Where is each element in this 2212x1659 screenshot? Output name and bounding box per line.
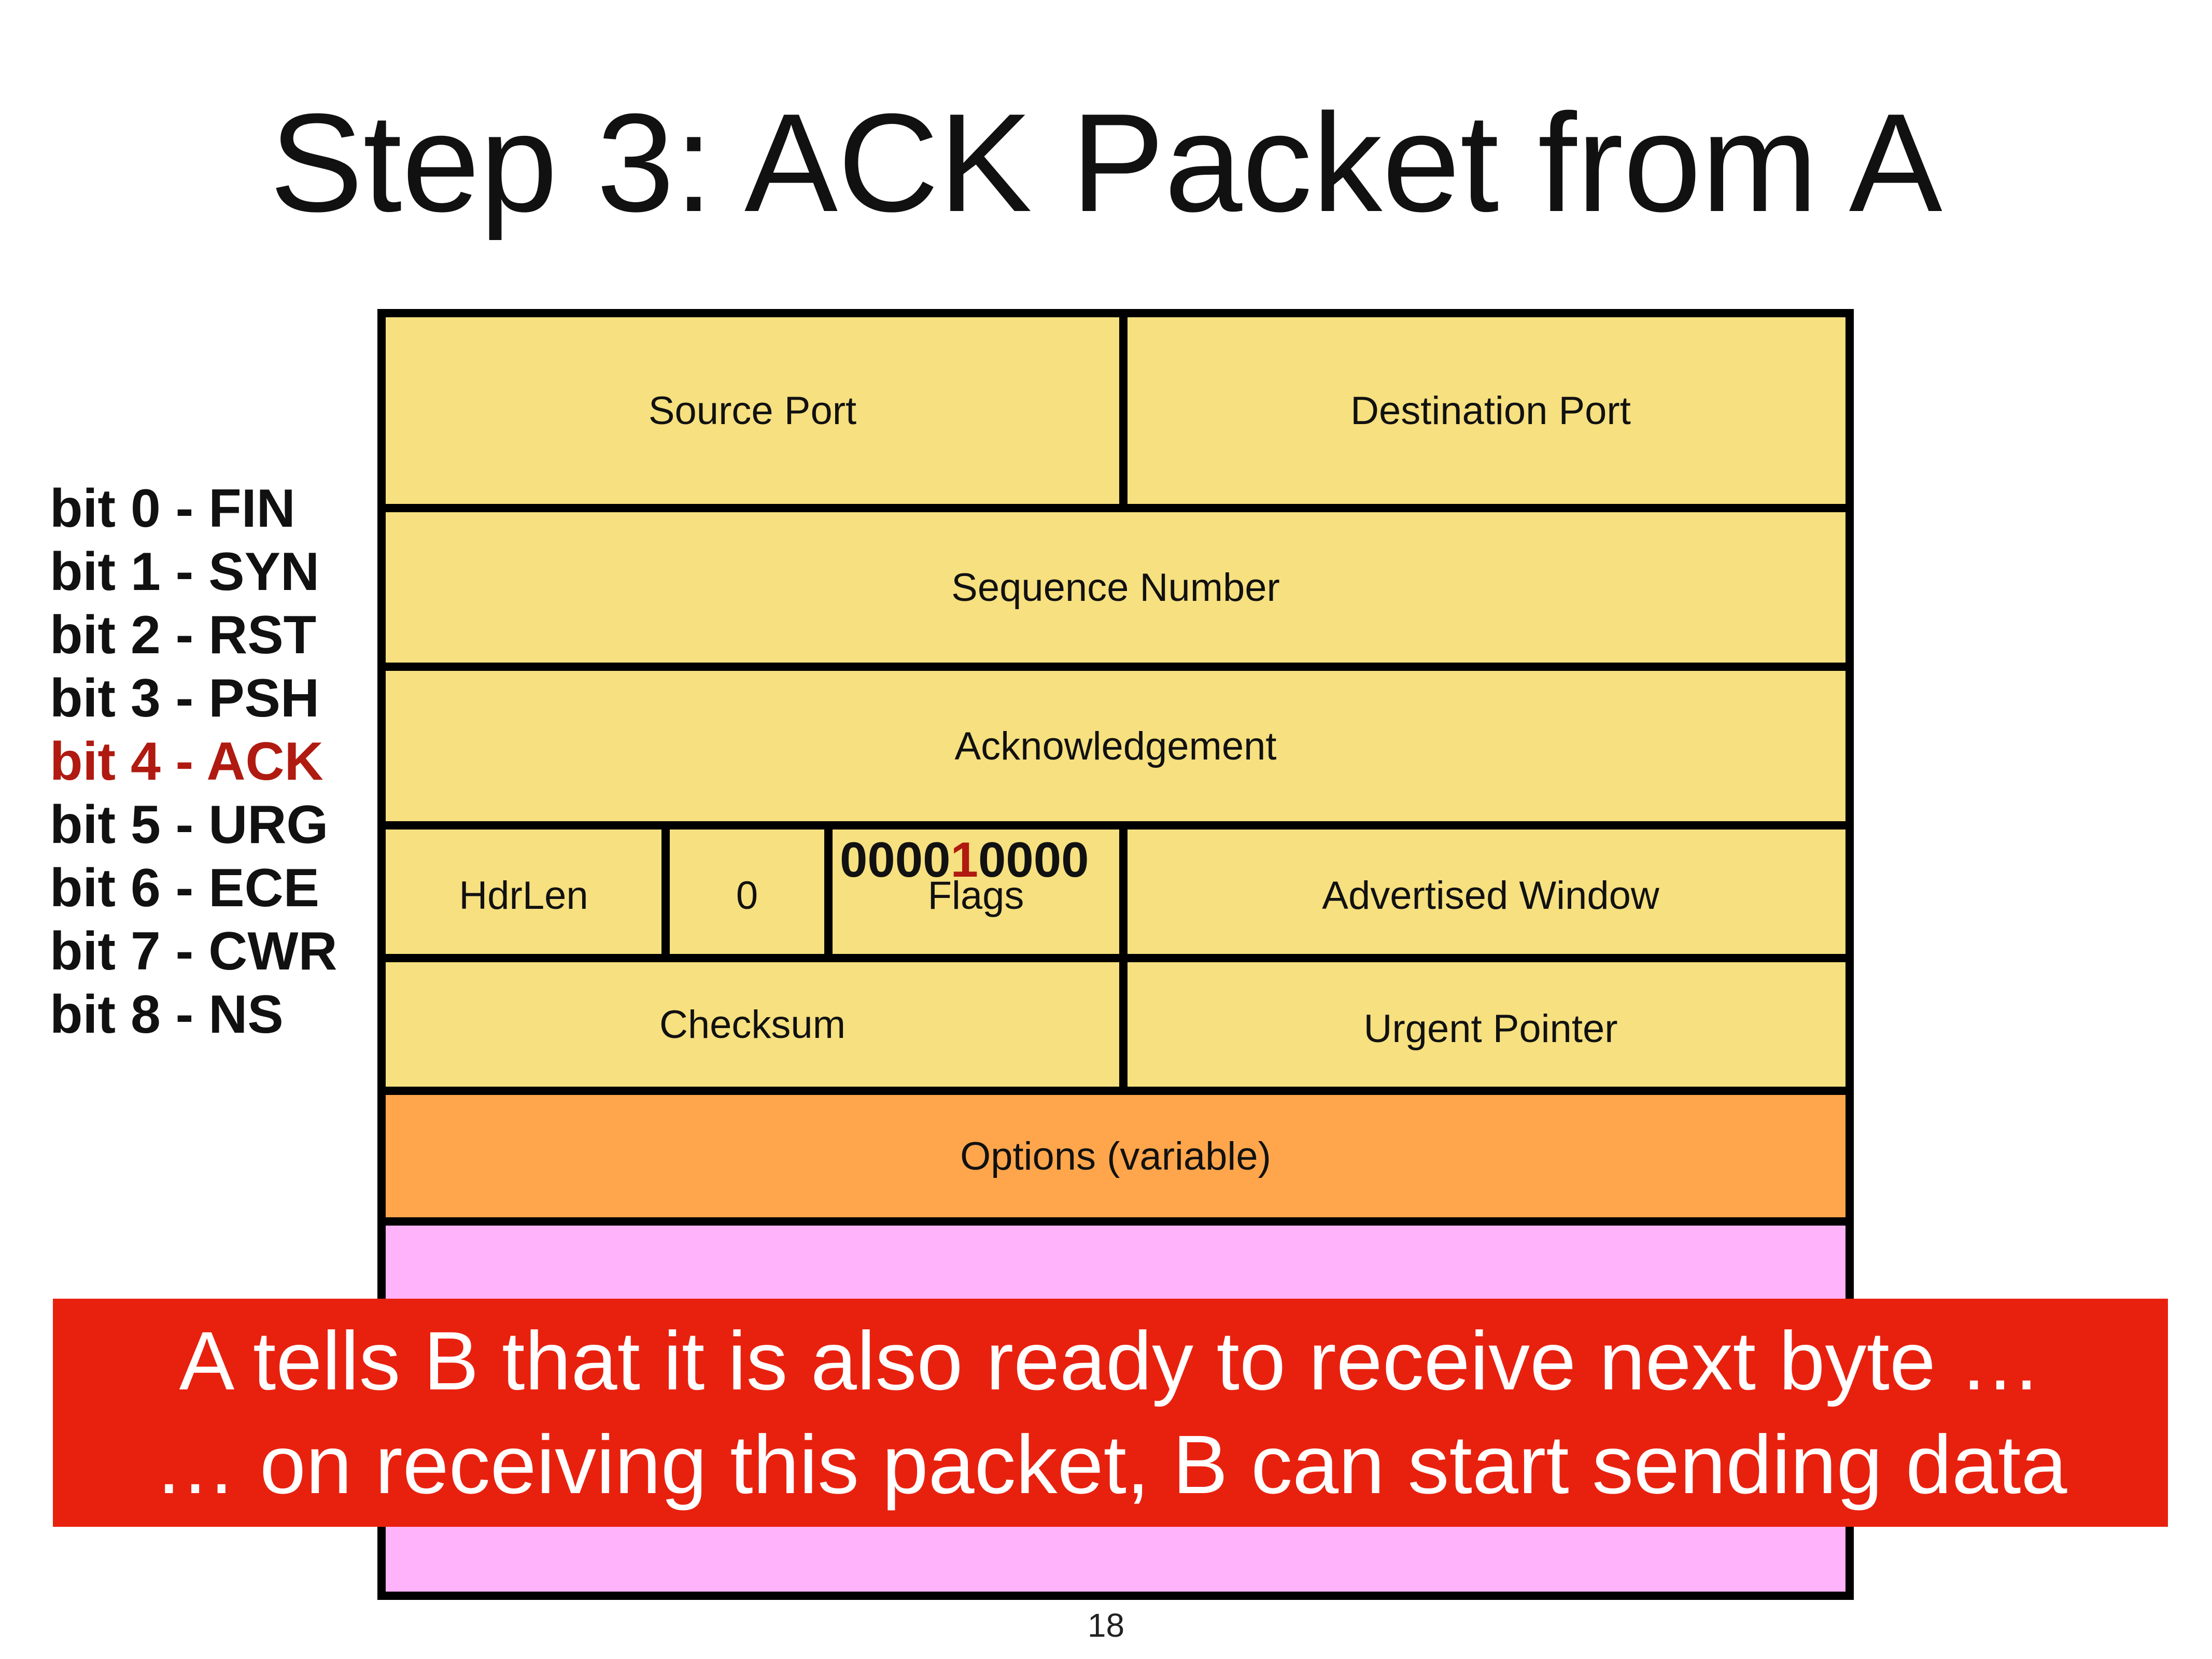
flag-bit-ns: bit 8 - NS bbox=[50, 985, 284, 1045]
flags-field: Flags bbox=[927, 873, 1024, 918]
field-divider bbox=[1119, 317, 1128, 504]
flag-bit-syn: bit 1 - SYN bbox=[50, 542, 320, 602]
source-port-field: Source Port bbox=[648, 388, 857, 433]
row-divider bbox=[386, 954, 1845, 962]
hdrlen-field: HdrLen bbox=[459, 873, 588, 918]
flag-bit-cwr: bit 7 - CWR bbox=[50, 921, 337, 981]
callout-line-1: A tells B that it is also ready to recei… bbox=[179, 1314, 2042, 1407]
flag-bit-rst: bit 2 - RST bbox=[50, 605, 317, 665]
row-divider bbox=[386, 504, 1845, 512]
callout-line-2: … on receiving this packet, B can start … bbox=[153, 1418, 2067, 1511]
destination-port-field: Destination Port bbox=[1350, 388, 1631, 433]
flags-value: 000010000 bbox=[840, 832, 1089, 889]
flags-value-low: 0000 bbox=[978, 832, 1089, 888]
flag-bit-psh: bit 3 - PSH bbox=[50, 668, 320, 728]
row-divider bbox=[386, 1217, 1845, 1226]
flag-bit-ece: bit 6 - ECE bbox=[50, 858, 320, 918]
row-divider bbox=[386, 1087, 1845, 1095]
explanation-callout: A tells B that it is also ready to recei… bbox=[53, 1299, 2168, 1527]
urgent-pointer-field: Urgent Pointer bbox=[1363, 1006, 1618, 1051]
field-divider bbox=[1119, 830, 1128, 954]
field-divider bbox=[661, 830, 670, 954]
flag-bit-urg: bit 5 - URG bbox=[50, 795, 329, 855]
field-divider bbox=[1119, 962, 1128, 1087]
checksum-field: Checksum bbox=[659, 1002, 846, 1047]
row-divider bbox=[386, 821, 1845, 830]
slide-title: Step 3: ACK Packet from A bbox=[270, 85, 1942, 241]
flags-value-ack-bit: 1 bbox=[950, 832, 978, 888]
sequence-number-field: Sequence Number bbox=[951, 565, 1280, 610]
flag-bit-fin: bit 0 - FIN bbox=[50, 479, 295, 539]
acknowledgement-field: Acknowledgement bbox=[954, 724, 1277, 768]
options-field: Options (variable) bbox=[386, 1095, 1845, 1217]
reserved-field: 0 bbox=[736, 873, 758, 918]
page-number: 18 bbox=[1087, 1607, 1125, 1644]
row-divider bbox=[386, 663, 1845, 671]
field-divider bbox=[824, 830, 833, 954]
flag-bit-legend: bit 0 - FIN bit 1 - SYN bit 2 - RST bit … bbox=[50, 477, 337, 1046]
flag-bit-ack: bit 4 - ACK bbox=[50, 732, 323, 792]
advertised-window-field: Advertised Window bbox=[1322, 873, 1659, 918]
flags-value-high: 0000 bbox=[840, 832, 951, 888]
